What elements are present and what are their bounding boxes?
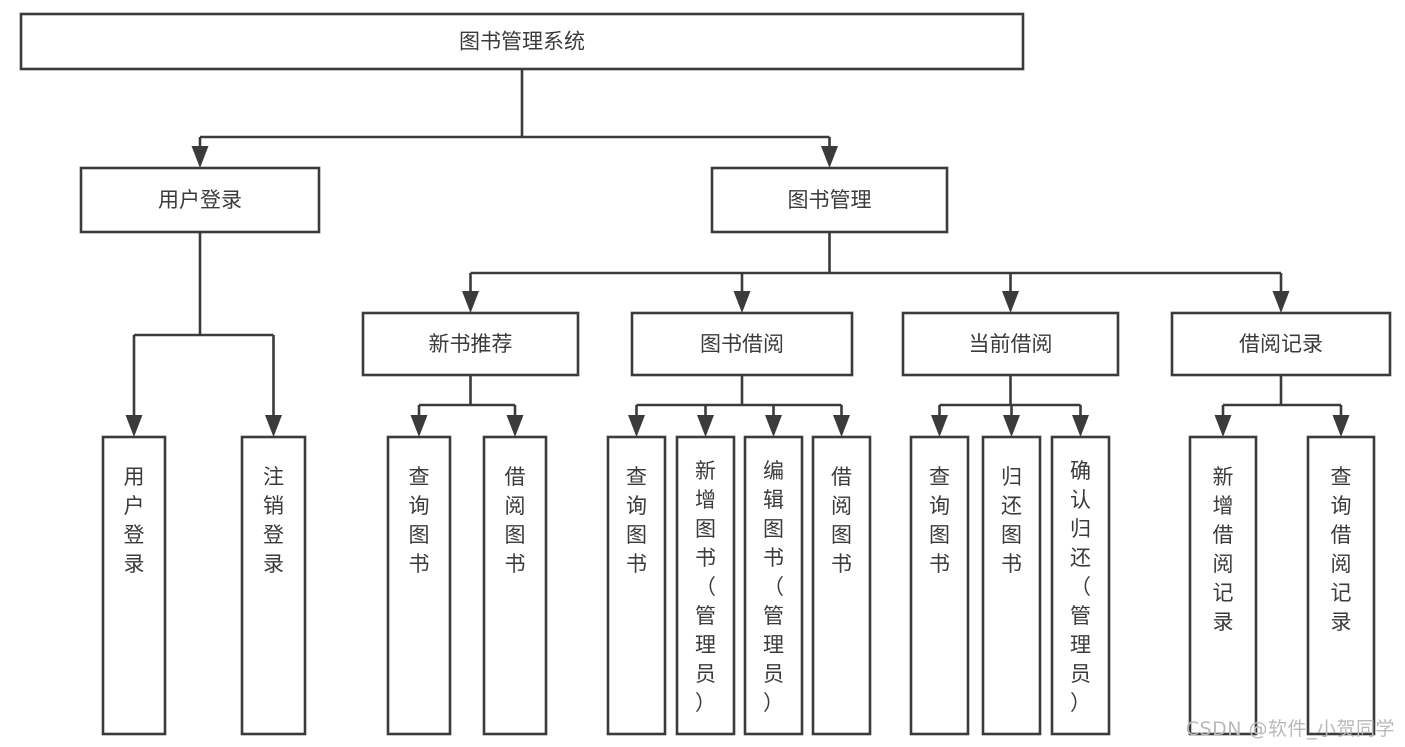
node-box-user-login — [79, 166, 321, 234]
arrow-head-borrow-record — [1272, 291, 1290, 313]
node-label-new-book-recommend: 新书推荐 — [429, 332, 513, 356]
node-box-leaf-borrow-book-2 — [811, 435, 872, 736]
node-label-leaf-user-login: 用户登录 — [124, 465, 145, 576]
node-label-root: 图书管理系统 — [459, 30, 585, 54]
arrow-head-leaf-edit-book — [765, 415, 782, 437]
node-leaf-user-logout[interactable]: 注销登录 — [240, 435, 307, 736]
arrow-head-user-login — [191, 146, 209, 168]
node-label-leaf-add-record: 新增借阅记录 — [1213, 465, 1234, 634]
watermark-label: CSDN @软件_小贺同学 — [1185, 718, 1395, 740]
node-label-user-login: 用户登录 — [158, 188, 242, 212]
node-box-leaf-return-book — [981, 435, 1042, 736]
arrow-head-leaf-confirm-return — [1072, 415, 1089, 437]
node-label-leaf-user-logout: 注销登录 — [263, 465, 284, 576]
node-book-borrow[interactable]: 图书借阅 — [630, 311, 854, 377]
arrow-head-book-borrow — [733, 291, 751, 313]
arrow-head-leaf-query-book-1 — [410, 415, 428, 437]
node-box-new-book-recommend — [361, 311, 580, 377]
node-label-leaf-add-book: 新增图书（管理员） — [695, 459, 716, 715]
node-label-leaf-query-book-2: 查询图书 — [626, 465, 647, 576]
node-box-leaf-add-record — [1188, 435, 1258, 736]
node-box-leaf-add-book — [675, 435, 736, 736]
node-label-leaf-query-record: 查询借阅记录 — [1331, 465, 1352, 634]
node-root[interactable]: 图书管理系统 — [19, 12, 1025, 71]
node-label-leaf-borrow-book-2: 借阅图书 — [831, 465, 852, 576]
node-box-leaf-query-book-2 — [606, 435, 667, 736]
node-label-leaf-confirm-return: 确认归还（管理员） — [1070, 459, 1091, 715]
node-box-leaf-query-book-1 — [386, 435, 452, 736]
node-leaf-add-book[interactable]: 新增图书（管理员） — [675, 435, 736, 736]
node-box-leaf-query-book-3 — [909, 435, 970, 736]
node-leaf-edit-book[interactable]: 编辑图书（管理员） — [743, 435, 804, 736]
node-label-borrow-record: 借阅记录 — [1239, 332, 1323, 356]
node-leaf-borrow-book-2[interactable]: 借阅图书 — [811, 435, 872, 736]
node-leaf-query-record[interactable]: 查询借阅记录 — [1306, 435, 1376, 736]
node-box-leaf-user-logout — [240, 435, 307, 736]
arrow-head-leaf-add-book — [697, 415, 714, 437]
node-book-manage[interactable]: 图书管理 — [710, 166, 949, 234]
arrow-head-leaf-user-login — [125, 415, 143, 437]
arrow-head-leaf-borrow-book-2 — [833, 415, 850, 437]
node-box-book-manage — [710, 166, 949, 234]
node-user-login[interactable]: 用户登录 — [79, 166, 321, 234]
node-box-root — [19, 12, 1025, 71]
node-label-leaf-edit-book: 编辑图书（管理员） — [763, 459, 784, 715]
node-box-leaf-borrow-book-1 — [482, 435, 548, 736]
node-box-leaf-confirm-return — [1050, 435, 1111, 736]
arrow-head-leaf-query-book-2 — [628, 415, 645, 437]
arrow-head-leaf-user-logout — [265, 415, 282, 437]
node-borrow-record[interactable]: 借阅记录 — [1170, 311, 1392, 377]
node-box-leaf-edit-book — [743, 435, 804, 736]
node-label-leaf-query-book-3: 查询图书 — [929, 465, 950, 576]
node-label-leaf-borrow-book-1: 借阅图书 — [505, 465, 526, 576]
node-label-book-borrow: 图书借阅 — [700, 332, 784, 356]
node-leaf-confirm-return[interactable]: 确认归还（管理员） — [1050, 435, 1111, 736]
arrow-head-new-book-recommend — [462, 291, 479, 313]
arrow-head-leaf-borrow-book-1 — [506, 415, 524, 437]
node-new-book-recommend[interactable]: 新书推荐 — [361, 311, 580, 377]
node-leaf-borrow-book-1[interactable]: 借阅图书 — [482, 435, 548, 736]
node-layer: 图书管理系统用户登录图书管理新书推荐图书借阅当前借阅借阅记录用户登录注销登录查询… — [19, 12, 1392, 736]
arrow-head-leaf-query-record — [1332, 415, 1350, 437]
edge-layer — [125, 69, 1350, 437]
node-box-borrow-record — [1170, 311, 1392, 377]
node-leaf-add-record[interactable]: 新增借阅记录 — [1188, 435, 1258, 736]
arrow-head-current-borrow — [1002, 291, 1019, 313]
node-box-book-borrow — [630, 311, 854, 377]
arrow-head-leaf-add-record — [1214, 415, 1232, 437]
node-label-leaf-query-book-1: 查询图书 — [409, 465, 430, 576]
node-leaf-query-book-1[interactable]: 查询图书 — [386, 435, 452, 736]
node-box-current-borrow — [901, 311, 1120, 377]
node-leaf-query-book-3[interactable]: 查询图书 — [909, 435, 970, 736]
node-box-leaf-query-record — [1306, 435, 1376, 736]
node-box-leaf-user-login — [101, 435, 167, 736]
node-label-current-borrow: 当前借阅 — [969, 332, 1053, 356]
node-leaf-query-book-2[interactable]: 查询图书 — [606, 435, 667, 736]
arrow-head-book-manage — [821, 146, 838, 168]
node-label-leaf-return-book: 归还图书 — [1001, 465, 1022, 576]
node-label-book-manage: 图书管理 — [788, 188, 872, 212]
node-leaf-return-book[interactable]: 归还图书 — [981, 435, 1042, 736]
arrow-head-leaf-query-book-3 — [931, 415, 948, 437]
node-leaf-user-login[interactable]: 用户登录 — [101, 435, 167, 736]
arrow-head-leaf-return-book — [1003, 415, 1020, 437]
node-current-borrow[interactable]: 当前借阅 — [901, 311, 1120, 377]
